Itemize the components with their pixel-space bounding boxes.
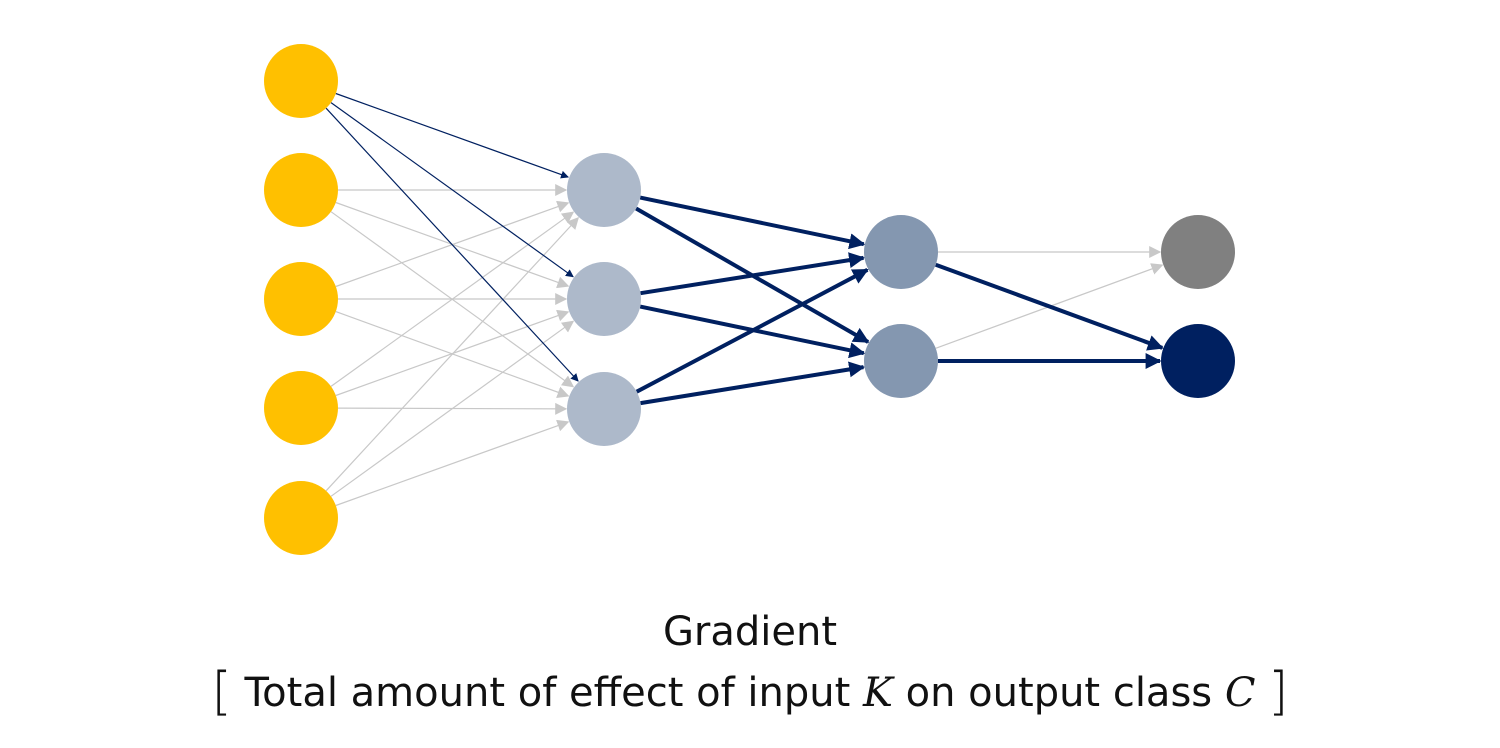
open-bracket: [ — [211, 662, 232, 722]
input-node-2 — [264, 153, 338, 227]
hidden1-node-1 — [567, 153, 641, 227]
connection-input-5-to-hidden1-2 — [330, 320, 575, 497]
neurons — [264, 44, 1235, 555]
connection-hidden1-3-to-hidden2-1 — [635, 268, 869, 394]
input-node-5 — [264, 481, 338, 555]
hidden1-node-3 — [567, 372, 641, 446]
connection-hidden1-3-to-hidden2-2 — [640, 361, 866, 406]
muted-connections — [325, 184, 1164, 507]
close-bracket: ] — [1268, 662, 1289, 722]
hidden2-node-1 — [864, 215, 938, 289]
highlighted-connections — [325, 92, 1164, 406]
input-node-1 — [264, 44, 338, 118]
caption-text-middle: on output class — [905, 670, 1213, 716]
class-variable: C — [1224, 670, 1256, 716]
connection-input-5-to-hidden1-1 — [325, 217, 580, 492]
input-variable: K — [863, 670, 893, 716]
connection-input-1-to-hidden1-3 — [325, 107, 579, 382]
connection-input-1-to-hidden1-2 — [330, 102, 574, 278]
caption-title: Gradient — [662, 609, 838, 655]
hidden2-node-2 — [864, 324, 938, 398]
output-node-1 — [1161, 215, 1235, 289]
caption-subtitle: [ Total amount of effect of input K on o… — [0, 664, 1500, 721]
neural-network-diagram — [264, 44, 1235, 555]
connection-input-1-to-hidden1-1 — [335, 92, 569, 179]
connection-input-4-to-hidden1-1 — [330, 211, 575, 387]
connection-hidden1-2-to-hidden2-1 — [640, 252, 866, 296]
connection-hidden1-1-to-hidden2-1 — [639, 195, 866, 250]
input-node-3 — [264, 262, 338, 336]
input-node-4 — [264, 371, 338, 445]
caption-text-before: Total amount of effect of input — [244, 670, 851, 716]
hidden1-node-2 — [567, 262, 641, 336]
connection-input-5-to-hidden1-3 — [335, 419, 570, 507]
connection-hidden2-1-to-output-2 — [935, 262, 1164, 351]
output-node-2 — [1161, 324, 1235, 398]
